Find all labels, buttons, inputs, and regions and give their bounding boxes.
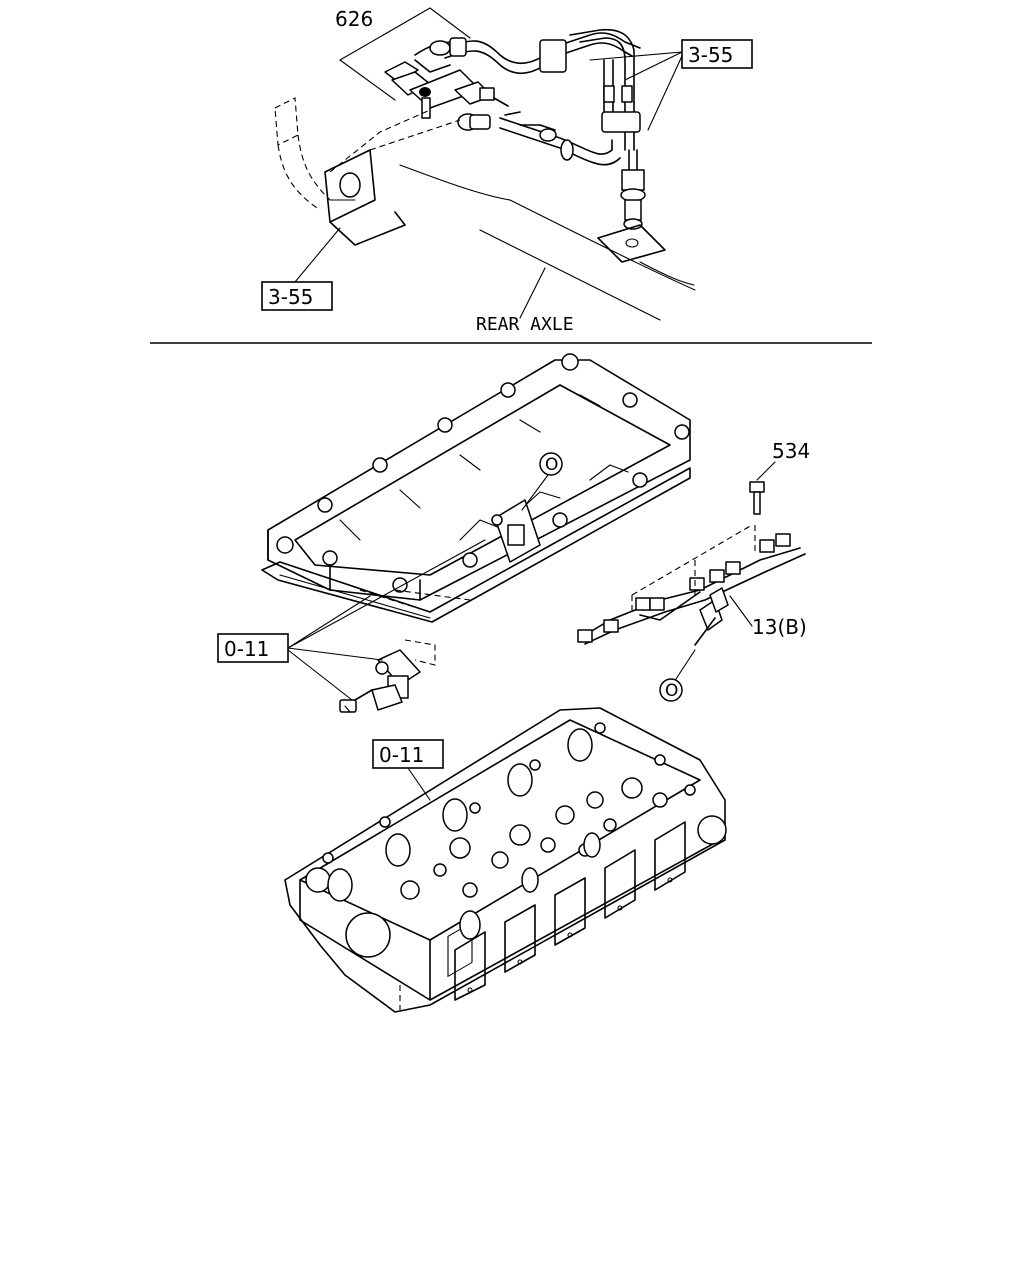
label-626: 626 bbox=[335, 7, 373, 31]
sensor-626 bbox=[339, 7, 509, 131]
label-3-55-top: 3-55 bbox=[688, 43, 733, 67]
label-13b: 13(B) bbox=[752, 615, 807, 639]
label-0-11-mid: 0-11 bbox=[224, 637, 269, 661]
ref-box-0-11-head: 0-11 bbox=[372, 739, 444, 801]
cylinder-head bbox=[284, 707, 727, 1013]
label-o-lower: O bbox=[665, 681, 678, 701]
label-534: 534 bbox=[772, 439, 810, 463]
ref-box-3-55-top: 3-55 bbox=[589, 39, 753, 131]
ref-box-3-55-left: 3-55 bbox=[261, 227, 341, 311]
wiring-harness-13b bbox=[577, 461, 806, 646]
callout-circle-o-upper: O bbox=[521, 452, 563, 511]
label-o-upper: O bbox=[545, 455, 558, 475]
ref-box-0-11-mid: 0-11 bbox=[217, 539, 486, 701]
brake-hose-assembly bbox=[444, 28, 666, 263]
leader-13b bbox=[729, 595, 753, 627]
rear-axle-label: REAR AXLE bbox=[476, 314, 574, 335]
rear-axle-outline bbox=[399, 164, 696, 321]
rocker-cover-gasket bbox=[261, 353, 691, 623]
label-3-55-left: 3-55 bbox=[268, 285, 313, 309]
mounting-bracket bbox=[274, 97, 461, 246]
callout-circle-o-lower: O bbox=[659, 649, 696, 702]
label-0-11-head: 0-11 bbox=[379, 743, 424, 767]
crank-sensor bbox=[339, 639, 436, 713]
